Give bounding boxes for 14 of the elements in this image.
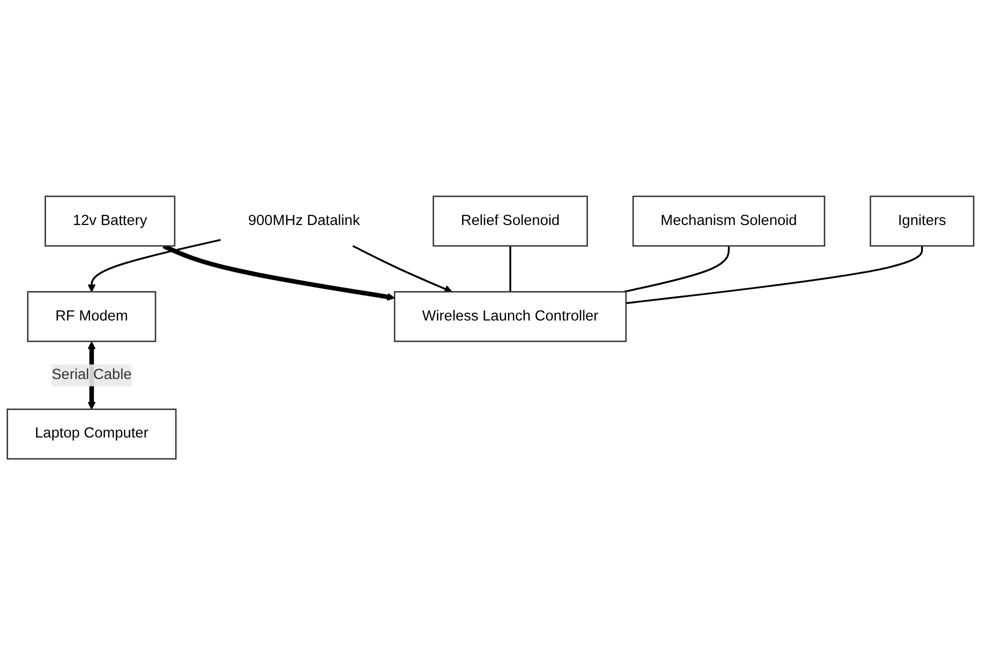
edge-label: Serial Cable: [52, 366, 132, 383]
connector: [509, 246, 512, 292]
node-box: Igniters: [870, 196, 974, 246]
arrow: [352, 244, 452, 293]
node-box: Wireless Launch Controller: [394, 291, 627, 342]
arrow: [88, 238, 221, 292]
node-box: RF Modem: [27, 291, 156, 342]
node-box: Mechanism Solenoid: [632, 196, 826, 246]
node-text: 900MHz Datalink: [248, 212, 360, 228]
node-box: 12v Battery: [44, 196, 176, 246]
connector: [626, 246, 923, 304]
node-box: Relief Solenoid: [432, 196, 588, 246]
node-box: Laptop Computer: [6, 408, 177, 460]
connector: [624, 246, 730, 293]
